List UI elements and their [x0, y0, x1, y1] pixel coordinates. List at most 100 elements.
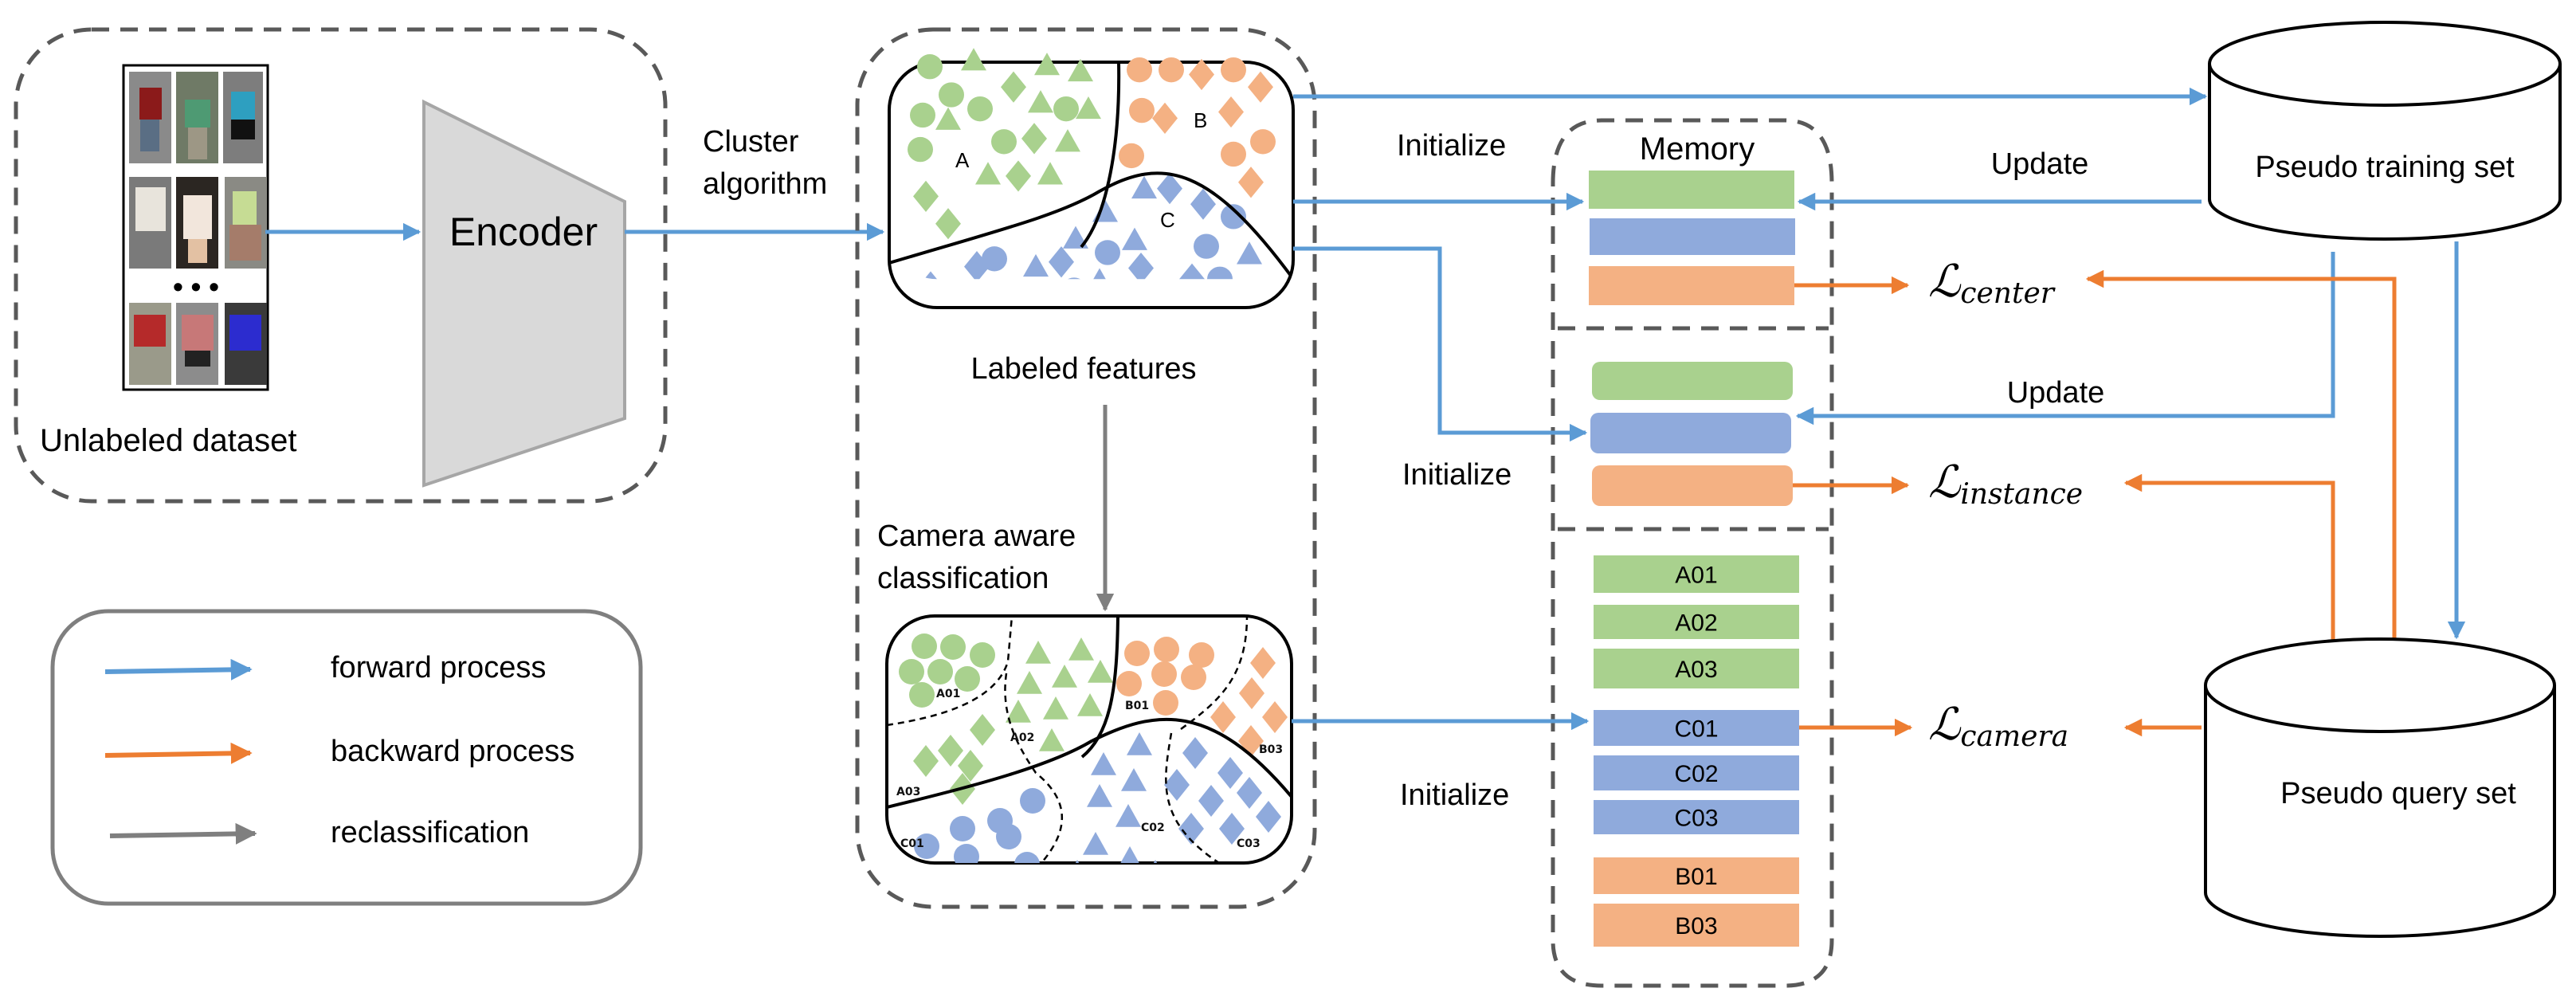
- feature-diamond: [1128, 252, 1154, 280]
- feature-triangle: [1076, 96, 1101, 120]
- camera-memory-entry: A02: [1594, 605, 1799, 639]
- camera-memory-entry: A01: [1594, 555, 1799, 593]
- feature-circle: [1151, 661, 1177, 687]
- memory-border: [1551, 118, 1834, 988]
- camera-classification-box: A01 A02 A03 B01 B03 C01 C02 C03: [885, 614, 1293, 865]
- feature-triangle: [1068, 58, 1093, 82]
- feature-circle: [1159, 57, 1184, 83]
- feature-diamond: [1250, 647, 1276, 679]
- feature-triangle: [1039, 728, 1065, 751]
- labeled-features-box: A B C: [888, 48, 1295, 309]
- legend-reclass-label: reclassification: [331, 816, 529, 849]
- feature-triangle: [1115, 804, 1141, 827]
- camera-memory-entry: B01: [1594, 857, 1799, 894]
- legend-forward-label: forward process: [331, 651, 546, 684]
- feature-diamond: [913, 180, 939, 212]
- camera-sub-boundary: [1004, 673, 1064, 863]
- initialize-label: Initialize: [1400, 779, 1509, 812]
- feature-triangle: [1087, 784, 1112, 807]
- feature-circle: [909, 682, 935, 708]
- arrow-update-instance: [1795, 252, 2335, 426]
- cluster-label-c: C: [1160, 208, 1175, 232]
- feature-diamond: [938, 735, 963, 767]
- feature-diamond: [1219, 813, 1245, 845]
- feature-group-border: [855, 27, 1317, 909]
- pseudo-training-set: Pseudo training set: [2208, 21, 2562, 241]
- camera-sub-label: B03: [1259, 743, 1283, 756]
- feature-diamond: [1006, 160, 1031, 192]
- feature-circle: [1129, 97, 1155, 124]
- encoder-block: [422, 99, 626, 488]
- camera-sub-boundary: [887, 616, 1014, 727]
- person-thumbnail: [176, 72, 218, 163]
- more-images-ellipsis: • • •: [173, 270, 219, 303]
- feature-triangle: [1083, 832, 1108, 855]
- feature-diamond: [1198, 785, 1224, 817]
- feature-diamond: [1256, 801, 1281, 833]
- feature-circle: [899, 659, 924, 684]
- feature-triangle: [1131, 175, 1157, 199]
- pseudo-query-set: Pseudo query set: [2204, 637, 2556, 938]
- input-group-border: [14, 27, 668, 504]
- person-thumbnail: [129, 72, 171, 163]
- feature-circle: [1119, 143, 1144, 169]
- feature-circle: [1153, 690, 1178, 716]
- feature-diamond: [1164, 769, 1190, 801]
- camera-memory-bar: [1594, 605, 1799, 639]
- camera-sub-boundary: [1165, 732, 1220, 863]
- arrow-query-to-center-loss: [2085, 269, 2397, 647]
- feature-circle: [996, 824, 1021, 849]
- update-label: Update: [1991, 147, 2089, 181]
- initialize-label: Initialize: [1397, 129, 1506, 163]
- camera-memory-bar: [1594, 904, 1799, 947]
- feature-triangle: [1077, 693, 1103, 716]
- feature-diamond: [1021, 123, 1047, 155]
- camera-boundary-ab: [1080, 616, 1119, 759]
- feature-circle: [991, 129, 1017, 155]
- camera-sub-label: C02: [1141, 822, 1165, 834]
- query-set-label: Pseudo query set: [2280, 777, 2516, 810]
- feature-triangle: [1006, 700, 1031, 723]
- feature-triangle: [1023, 253, 1049, 277]
- loss-instance: ℒinstance: [1928, 457, 2083, 511]
- person-thumbnail: [129, 303, 171, 385]
- feature-circle: [1189, 642, 1214, 668]
- cluster-boundary-ab: [1080, 61, 1121, 249]
- feature-diamond: [1157, 173, 1182, 205]
- feature-circle: [982, 246, 1007, 272]
- camera-memory-bar: [1594, 800, 1799, 834]
- camera-sub-label: A01: [936, 688, 960, 700]
- feature-triangle: [1068, 637, 1094, 661]
- feature-circle: [914, 833, 939, 859]
- camera-memory-entry: C01: [1594, 710, 1799, 746]
- feature-diamond: [970, 714, 995, 746]
- feature-triangle: [1055, 129, 1080, 152]
- feature-triangle: [1121, 768, 1147, 791]
- feature-diamond: [1001, 71, 1026, 103]
- feature-diamond: [1178, 813, 1204, 845]
- feature-diamond: [1210, 701, 1236, 733]
- feature-circle: [908, 136, 933, 163]
- feature-diamond: [1217, 757, 1243, 789]
- feature-triangle: [1025, 641, 1051, 664]
- feature-diamond: [958, 750, 983, 782]
- person-thumbnail: [223, 72, 263, 163]
- feature-diamond: [913, 745, 939, 777]
- feature-diamond: [935, 208, 961, 240]
- center-memory-a: [1589, 171, 1794, 209]
- center-memory-c: [1590, 218, 1795, 255]
- camera-sub-label: B01: [1125, 700, 1149, 712]
- feature-diamond: [1190, 188, 1216, 220]
- feature-circle: [1124, 641, 1150, 666]
- camera-memory-label: C03: [1674, 806, 1718, 832]
- camera-memory-label: C02: [1674, 761, 1718, 787]
- camera-memory-label: B03: [1675, 913, 1717, 939]
- camera-sub-label: A02: [1010, 731, 1034, 744]
- camera-memory-entry: C02: [1594, 755, 1799, 790]
- training-set-label: Pseudo training set: [2255, 151, 2515, 184]
- image-strip: • • •: [122, 64, 269, 391]
- camera-memory-entry: B03: [1594, 904, 1799, 947]
- feature-triangle: [935, 107, 961, 130]
